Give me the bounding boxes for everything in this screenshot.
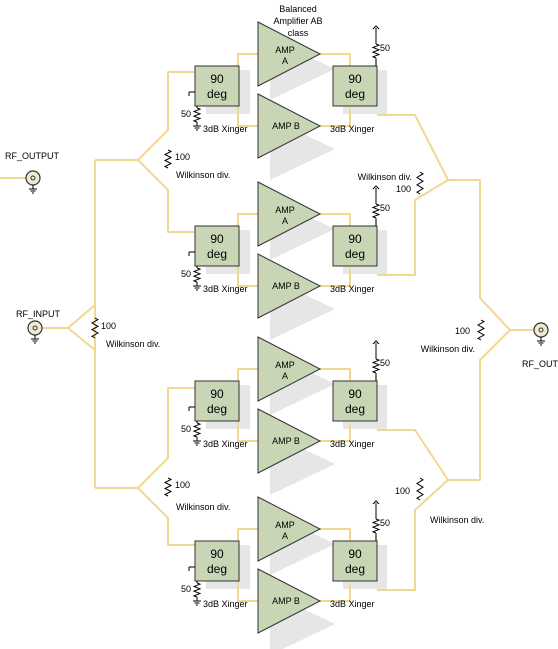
amp-a-label-letter: A <box>282 531 288 541</box>
hybrid-right <box>332 225 378 267</box>
termination-resistor-left <box>192 422 202 438</box>
hybrid-label-deg: deg <box>345 247 365 261</box>
supply-arrow-icon <box>372 185 380 190</box>
amp-a-label: AMP <box>275 520 295 530</box>
amp-b-label: AMP B <box>272 281 300 291</box>
supply-arrow-icon <box>372 500 380 505</box>
amp-a-label: AMP <box>275 360 295 370</box>
rf-output-label-right: RF_OUTPUT <box>522 359 558 369</box>
rf-input-label: RF_INPUT <box>16 309 61 319</box>
termination-50-right: 50 <box>380 358 390 368</box>
amp-a-label: AMP <box>275 205 295 215</box>
wilkinson-resistor-input <box>90 317 100 339</box>
wilkinson-label-lower-left: Wilkinson div. <box>176 502 230 512</box>
hybrid-right <box>332 65 378 107</box>
hybrid-left <box>194 225 240 267</box>
hybrid-label-deg: deg <box>345 562 365 576</box>
xinger-label-right: 3dB Xinger <box>330 124 375 134</box>
hybrid-right <box>332 380 378 422</box>
termination-50-left: 50 <box>181 424 191 434</box>
amp-a-label-letter: A <box>282 56 288 66</box>
xinger-label-right: 3dB Xinger <box>330 599 375 609</box>
amplifier-a <box>257 336 322 402</box>
hybrid-left <box>194 65 240 107</box>
amplifier-a <box>257 181 322 247</box>
wilkinson-100-upper-right: 100 <box>396 184 411 194</box>
wilkinson-resistor-output <box>476 319 486 341</box>
termination-resistor-left <box>192 582 202 598</box>
termination-50-right: 50 <box>380 43 390 53</box>
xinger-label-left: 3dB Xinger <box>203 439 248 449</box>
supply-arrow-icon <box>372 340 380 345</box>
wilkinson-label-upper-left: Wilkinson div. <box>176 170 230 180</box>
termination-resistor-left <box>192 267 202 283</box>
wilkinson-label-upper-right: Wilkinson div. <box>358 172 412 182</box>
wilkinson-100-input: 100 <box>101 321 116 331</box>
termination-resistor-right <box>371 43 381 59</box>
amp-b-label: AMP B <box>272 596 300 606</box>
xinger-label-left: 3dB Xinger <box>203 599 248 609</box>
hybrid-left <box>194 380 240 422</box>
rf-output-label-left: RF_OUTPUT <box>5 151 60 161</box>
header-line-2: Amplifier AB <box>273 16 322 26</box>
termination-resistor-right <box>371 518 381 534</box>
hybrid-label-deg: deg <box>345 402 365 416</box>
hybrid-label-90: 90 <box>348 387 362 401</box>
termination-50-left: 50 <box>181 584 191 594</box>
termination-50-right: 50 <box>380 518 390 528</box>
amp-a-label-letter: A <box>282 371 288 381</box>
hybrid-label-90: 90 <box>210 232 224 246</box>
hybrid-label-deg: deg <box>207 562 227 576</box>
hybrid-left <box>194 540 240 582</box>
amplifier-a <box>257 496 322 562</box>
wilkinson-100-lower-right: 100 <box>395 486 410 496</box>
hybrid-label-90: 90 <box>348 72 362 86</box>
hybrid-label-90: 90 <box>210 547 224 561</box>
wilkinson-resistor-lower-left <box>163 477 173 497</box>
hybrid-right <box>332 540 378 582</box>
wilkinson-label-input: Wilkinson div. <box>106 339 160 349</box>
hybrid-label-deg: deg <box>207 87 227 101</box>
termination-resistor-left <box>192 107 202 123</box>
termination-50-left: 50 <box>181 269 191 279</box>
hybrid-label-deg: deg <box>345 87 365 101</box>
termination-50-right: 50 <box>380 203 390 213</box>
hybrid-label-90: 90 <box>348 232 362 246</box>
xinger-label-right: 3dB Xinger <box>330 439 375 449</box>
xinger-label-right: 3dB Xinger <box>330 284 375 294</box>
hybrid-label-90: 90 <box>210 72 224 86</box>
amp-a-label: AMP <box>275 45 295 55</box>
hybrid-label-90: 90 <box>210 387 224 401</box>
hybrid-label-deg: deg <box>207 402 227 416</box>
wilkinson-label-lower-right: Wilkinson div. <box>430 515 484 525</box>
termination-resistor-right <box>371 358 381 374</box>
wilkinson-100-output: 100 <box>455 326 470 336</box>
wilkinson-100-upper-left: 100 <box>175 152 190 162</box>
amplifier-b <box>257 93 322 159</box>
amplifier-b <box>257 408 322 474</box>
amplifier-a <box>257 21 322 87</box>
amp-b-label: AMP B <box>272 121 300 131</box>
wilkinson-100-lower-left: 100 <box>175 480 190 490</box>
header-line-3: class <box>288 28 309 38</box>
xinger-label-left: 3dB Xinger <box>203 124 248 134</box>
amplifier-b <box>257 568 322 634</box>
amplifier-b <box>257 253 322 319</box>
supply-arrow-icon <box>372 25 380 30</box>
wilkinson-resistor-upper-left <box>163 149 173 169</box>
amp-a-label-letter: A <box>282 216 288 226</box>
termination-resistor-right <box>371 203 381 219</box>
hybrid-label-deg: deg <box>207 247 227 261</box>
wilkinson-resistor-upper-right <box>416 171 424 195</box>
amp-b-label: AMP B <box>272 436 300 446</box>
header-line-1: Balanced <box>279 4 317 14</box>
xinger-label-left: 3dB Xinger <box>203 284 248 294</box>
wilkinson-label-output: Wilkinson div. <box>421 344 475 354</box>
hybrid-label-90: 90 <box>348 547 362 561</box>
termination-50-left: 50 <box>181 109 191 119</box>
wilkinson-resistor-lower-right <box>416 477 424 501</box>
